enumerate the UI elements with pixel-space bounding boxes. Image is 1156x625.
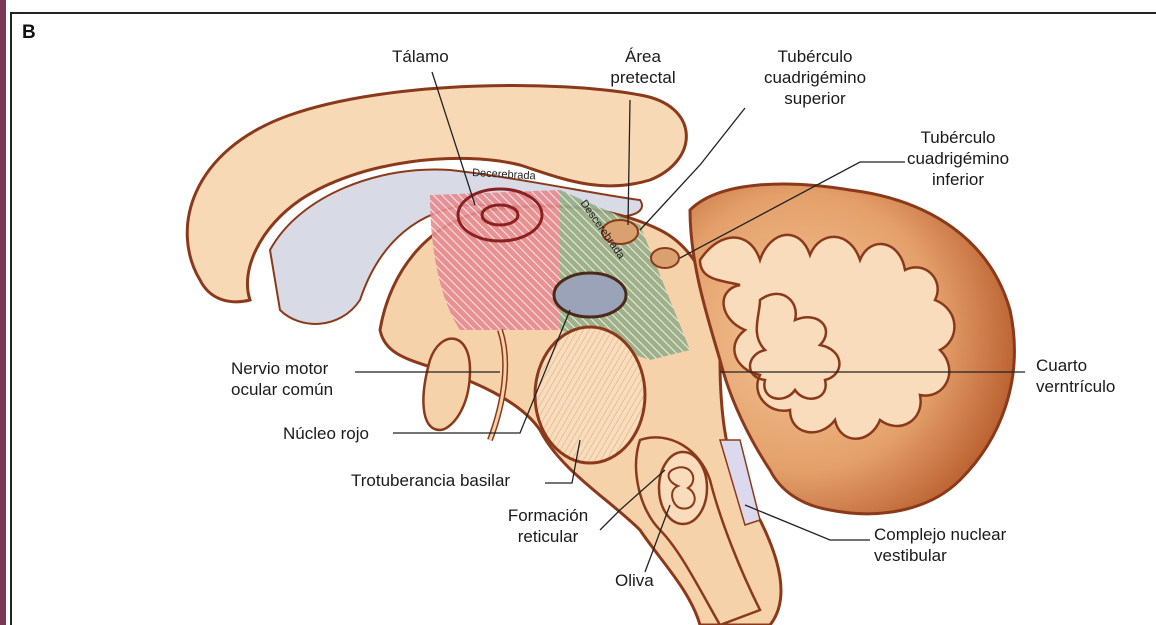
inferior-colliculus: [651, 248, 679, 268]
label-tuberculo-superior: Tubérculo cuadrigémino superior: [750, 46, 880, 109]
label-cuarto-ventriculo: Cuarto verntrículo: [1036, 355, 1115, 397]
label-oliva: Oliva: [615, 570, 654, 591]
olive: [659, 452, 707, 524]
label-tuberculo-inferior: Tubérculo cuadrigémino inferior: [893, 127, 1023, 190]
label-complejo-vestibular: Complejo nuclear vestibular: [874, 524, 1006, 566]
label-nucleo-rojo: Núcleo rojo: [283, 423, 369, 444]
label-nervio-motor: Nervio motor ocular común: [231, 358, 333, 400]
label-trotuberancia: Trotuberancia basilar: [351, 470, 510, 491]
label-area-pretectal: Área pretectal: [598, 46, 688, 88]
red-nucleus: [554, 273, 626, 317]
label-formacion: Formación reticular: [493, 505, 603, 547]
label-talamo: Tálamo: [392, 46, 449, 67]
pons: [535, 327, 645, 463]
